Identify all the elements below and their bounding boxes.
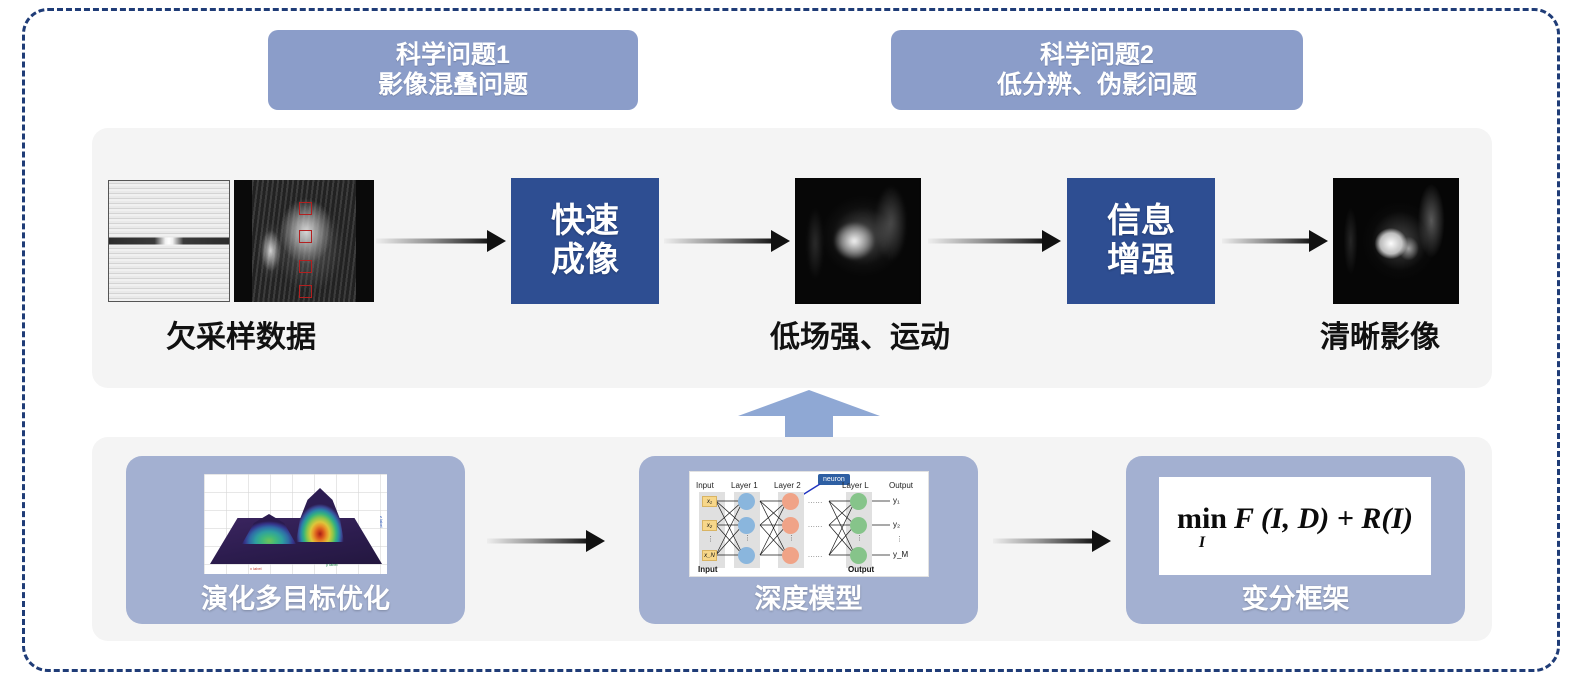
nn-node-layer1	[738, 547, 755, 564]
method-card-deep-model: neuron Input Layer 1 Layer 2 Layer L Out…	[639, 456, 978, 624]
nn-layer2-ellipsis: ⋮	[788, 535, 796, 542]
surface-x-axis-label: x label	[250, 566, 262, 571]
nn-column-label-layerL: Layer L	[842, 481, 869, 490]
nn-node-layerL	[850, 493, 867, 510]
nn-output-ellipsis: ⋮	[896, 536, 904, 543]
sharp-cardiac-mri-image	[1333, 178, 1459, 304]
variational-formula-thumbnail: min I F (I, D) + R(I)	[1159, 477, 1431, 575]
process-box-info-enhancement-line1: 信息	[1107, 202, 1175, 241]
nn-column-label-input: Input	[696, 481, 714, 490]
surface-y-axis-label: y label	[326, 562, 338, 567]
upward-connector-arrow-icon	[738, 390, 880, 438]
min-operator-subscript: I	[1198, 533, 1206, 551]
arrow-head-icon	[771, 230, 790, 252]
neural-network-thumbnail: neuron Input Layer 1 Layer 2 Layer L Out…	[689, 471, 929, 577]
arrow-shaft	[664, 238, 773, 244]
process-box-fast-imaging-line1: 快速	[551, 202, 619, 241]
nn-input-xN: x_N	[702, 550, 717, 561]
outer-dashed-frame	[22, 8, 1560, 672]
arrow-head-icon	[586, 530, 605, 552]
method-arrow-2	[993, 528, 1111, 554]
aliased-mri-image	[234, 180, 374, 302]
nn-node-layer1	[738, 493, 755, 510]
process-box-info-enhancement-line2: 增强	[1107, 241, 1175, 279]
method-arrow-1	[487, 528, 605, 554]
nn-output-y1: y₁	[893, 496, 900, 505]
nn-node-layerL	[850, 517, 867, 534]
process-box-info-enhancement: 信息 增强	[1067, 178, 1215, 304]
caption-low-field-motion: 低场强、运动	[770, 321, 950, 354]
min-operator: min I	[1176, 501, 1227, 551]
aliased-mri-body	[252, 180, 356, 302]
nn-node-layer1	[738, 517, 755, 534]
science-question-2-title: 科学问题2	[1040, 40, 1154, 69]
method-card-variational-framework: min I F (I, D) + R(I) 变分框架	[1126, 456, 1465, 624]
roi-box	[299, 230, 312, 243]
nn-node-layerL	[850, 547, 867, 564]
nn-gap-ellipsis: ......	[808, 552, 823, 559]
nn-input-x2: x₂	[702, 520, 717, 531]
flow-arrow-3	[928, 228, 1061, 254]
surface-floor	[210, 518, 382, 564]
flow-arrow-1	[376, 228, 506, 254]
arrow-shaft	[1222, 238, 1311, 244]
nn-output-y2: y₂	[893, 520, 901, 529]
arrow-shaft	[928, 238, 1044, 244]
surface-z-axis-label: z label	[379, 516, 384, 528]
nn-column-label-layer1: Layer 1	[731, 481, 758, 490]
arrow-head-icon	[1309, 230, 1328, 252]
nn-output-yM: y_M	[893, 550, 909, 559]
formula-body: F (I, D) + R(I)	[1233, 501, 1414, 535]
neuron-badge: neuron	[818, 474, 850, 485]
process-box-fast-imaging: 快速 成像	[511, 178, 659, 304]
sharp-heart-region	[1333, 178, 1459, 304]
nn-column-label-output: Output	[889, 481, 914, 490]
science-question-1-subtitle: 影像混叠问题	[377, 71, 528, 99]
surface-plot-3d-thumbnail: x label y label z label	[204, 474, 387, 574]
nn-footer-input: Input	[698, 565, 718, 574]
nn-node-layer2	[782, 547, 799, 564]
flow-arrow-4	[1222, 228, 1328, 254]
variational-formula: min I F (I, D) + R(I)	[1177, 502, 1413, 551]
nn-node-layer2	[782, 493, 799, 510]
kspace-undersampled-image	[108, 180, 230, 302]
roi-box	[299, 260, 312, 273]
caption-clear-image: 清晰影像	[1320, 321, 1440, 354]
arrow-shaft	[785, 415, 833, 438]
roi-box	[299, 202, 312, 215]
arrow-head-icon	[487, 230, 506, 252]
process-box-fast-imaging-line2: 成像	[551, 241, 619, 279]
arrow-head-icon	[738, 390, 880, 416]
method-card-label-evolutionary: 演化多目标优化	[201, 584, 390, 614]
nn-gap-ellipsis: ......	[808, 498, 823, 505]
nn-footer-output: Output	[848, 565, 875, 574]
nn-layer1-ellipsis: ⋮	[744, 535, 752, 542]
science-question-1-title: 科学问题1	[396, 40, 510, 69]
roi-box	[299, 285, 312, 298]
arrow-head-icon	[1092, 530, 1111, 552]
arrow-shaft	[487, 538, 588, 544]
nn-input-x1: x₁	[702, 496, 717, 507]
nn-input-ellipsis: ⋮	[707, 536, 715, 543]
method-card-label-deep-model: 深度模型	[754, 584, 863, 614]
science-question-1-box: 科学问题1 影像混叠问题	[268, 30, 638, 110]
arrow-shaft	[376, 238, 489, 244]
blurry-heart-region	[795, 178, 921, 304]
blurry-cardiac-mri-image	[795, 178, 921, 304]
nn-column-label-layer2: Layer 2	[774, 481, 801, 490]
method-card-evolutionary-optimization: x label y label z label 演化多目标优化	[126, 456, 465, 624]
nn-gap-ellipsis: ......	[808, 522, 823, 529]
method-card-label-variational: 变分框架	[1241, 584, 1350, 614]
caption-undersampled-data: 欠采样数据	[166, 321, 316, 354]
science-question-2-box: 科学问题2 低分辨、伪影问题	[891, 30, 1303, 110]
nn-layerL-ellipsis: ⋮	[856, 535, 864, 542]
min-operator-symbol: min	[1176, 501, 1227, 535]
flow-arrow-2	[664, 228, 790, 254]
arrow-shaft	[993, 538, 1094, 544]
nn-node-layer2	[782, 517, 799, 534]
arrow-head-icon	[1042, 230, 1061, 252]
science-question-2-subtitle: 低分辨、伪影问题	[996, 71, 1197, 99]
